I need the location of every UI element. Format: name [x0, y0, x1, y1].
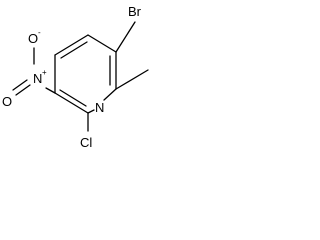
- nitro-minus-charge: -: [38, 28, 41, 37]
- bond-c2-c3: [54, 92, 89, 114]
- bond-c6-methyl: [115, 69, 149, 90]
- bond-c6-n1: [103, 88, 117, 101]
- bond-c4-c5: [87, 34, 117, 53]
- ring-nitrogen-label: N: [95, 100, 104, 115]
- bond-nitro-o-double-1: [12, 79, 28, 91]
- bromine-label: Br: [128, 4, 142, 19]
- substituent-bonds: [12, 21, 149, 132]
- chemical-structure: Br N Cl N + O - O: [2, 4, 149, 150]
- pyridine-ring: [54, 34, 117, 114]
- nitro-nitrogen-label: N: [33, 71, 42, 86]
- nitro-plus-charge: +: [42, 68, 47, 77]
- nitro-oxygen-minus-label: O: [28, 31, 38, 46]
- bond-c4-c3-top: [54, 34, 89, 56]
- nitro-oxygen-double-label: O: [2, 94, 12, 109]
- bond-c2-c3-inner: [59, 89, 87, 107]
- bond-c3-n-nitro: [45, 87, 56, 94]
- bond-c5-br: [115, 21, 136, 53]
- bond-nitro-o-double-2: [15, 84, 31, 96]
- bond-c4-c3-top-inner: [60, 41, 88, 59]
- bond-n1-c2: [87, 109, 95, 114]
- chlorine-label: Cl: [80, 135, 92, 150]
